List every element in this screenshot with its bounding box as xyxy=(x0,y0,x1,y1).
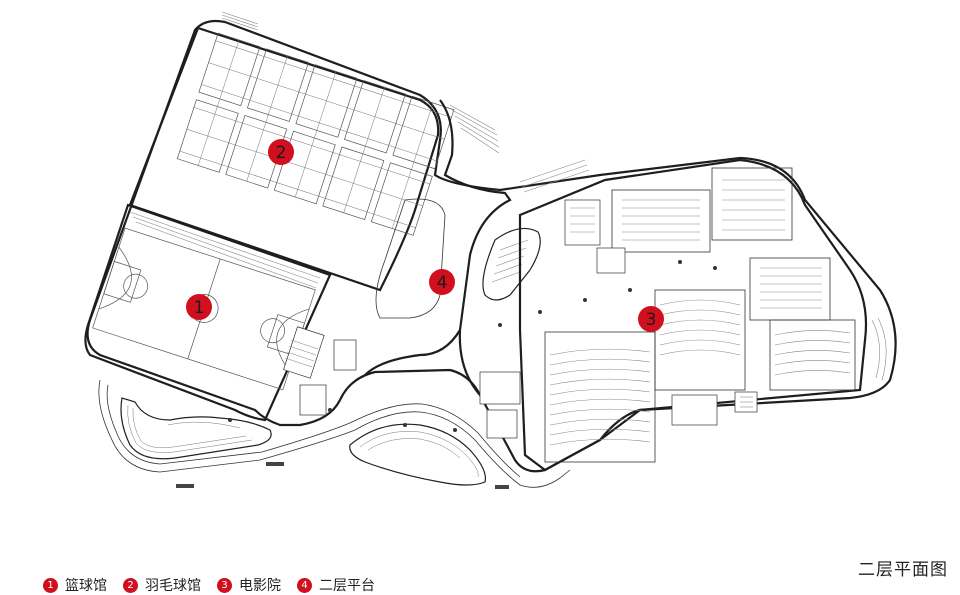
marker-2-number: 2 xyxy=(276,143,287,163)
drawing-title: 二层平面图 xyxy=(858,560,948,580)
lower-podium-inner xyxy=(106,384,521,478)
plaza-bollards xyxy=(176,462,509,489)
legend-label-2: 羽毛球馆 xyxy=(145,578,201,594)
lower-podium xyxy=(98,379,571,488)
marker-3-number: 3 xyxy=(646,310,657,330)
legend-label-1: 篮球馆 xyxy=(65,578,107,594)
legend-item-cinema: 3 电影院 xyxy=(217,575,281,595)
legend-label-4: 二层平台 xyxy=(319,578,375,594)
cinema-block xyxy=(479,158,887,472)
second-floor-platform xyxy=(364,99,590,396)
stair-core-west xyxy=(283,326,357,416)
outer-envelope xyxy=(86,19,897,473)
marker-1: 1 xyxy=(186,294,212,320)
badminton-hall xyxy=(128,11,455,292)
landscape-island-left xyxy=(120,397,272,460)
legend-label-3: 电影院 xyxy=(239,578,281,594)
marker-4-number: 4 xyxy=(437,273,448,293)
marker-2: 2 xyxy=(268,139,294,165)
marker-1-number: 1 xyxy=(194,298,205,318)
legend: 1 篮球馆 2 羽毛球馆 3 电影院 4 二层平台 xyxy=(43,575,391,595)
legend-marker-2: 2 xyxy=(123,577,138,593)
legend-marker-1: 1 xyxy=(43,577,58,593)
legend-item-platform: 4 二层平台 xyxy=(297,575,375,595)
legend-item-badminton: 2 羽毛球馆 xyxy=(123,575,201,595)
marker-3: 3 xyxy=(638,306,664,332)
legend-marker-4: 4 xyxy=(297,577,312,593)
landscape-island-right xyxy=(349,423,487,486)
legend-marker-3: 3 xyxy=(217,577,232,593)
structural-columns xyxy=(228,260,717,432)
marker-4: 4 xyxy=(429,269,455,295)
legend-item-basketball: 1 篮球馆 xyxy=(43,575,107,595)
